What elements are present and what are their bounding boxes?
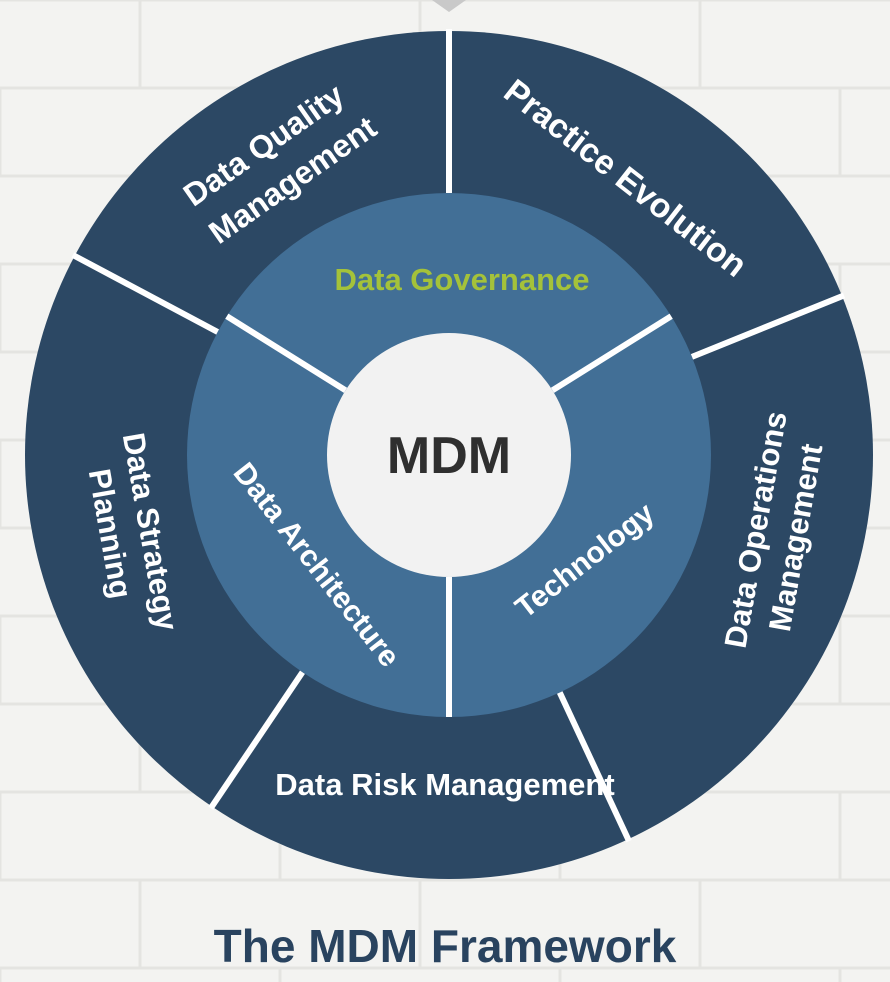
inner-ring-divider	[225, 313, 348, 393]
center-label: MDM	[387, 427, 511, 485]
framework-title: The MDM Framework	[213, 920, 677, 972]
top-notch	[432, 0, 466, 12]
center-circle	[327, 333, 571, 577]
outer-ring-divider	[690, 292, 846, 360]
outer-label-data-risk-management: Data Risk Management	[275, 767, 614, 802]
center-hub: MDM	[327, 333, 571, 577]
outer-ring-divider	[557, 691, 632, 843]
outer-ring-divider	[208, 670, 305, 810]
outer-ring-divider	[71, 252, 220, 335]
inner-ring-divider	[550, 313, 673, 393]
inner-label-data-governance: Data Governance	[335, 262, 590, 297]
